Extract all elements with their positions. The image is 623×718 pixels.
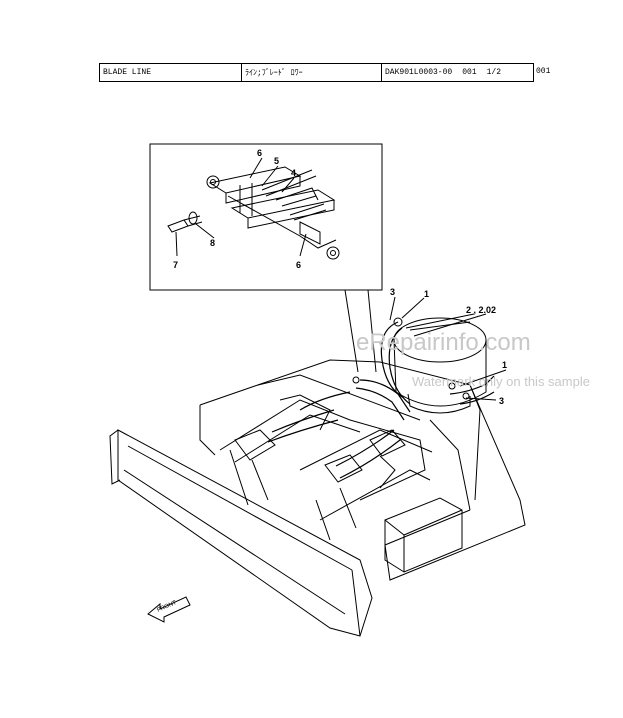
watermark-note: Watermark only on this sample	[412, 374, 590, 389]
detail-inset-frame	[149, 143, 383, 291]
callout-8: 8	[210, 238, 215, 248]
drawing-title: BLADE LINE	[100, 64, 242, 81]
tractor-body	[199, 359, 526, 581]
title-block: BLADE LINE ﾗｲﾝ;ﾌﾞﾚｰﾄﾞ ﾛﾜｰ DAK901L0003-00…	[99, 63, 534, 82]
valve-block-detail	[167, 166, 340, 260]
callout-7: 7	[173, 260, 178, 270]
callout-6-upper: 6	[257, 148, 262, 158]
callout-3-upper: 3	[390, 287, 395, 297]
callout-5: 5	[274, 156, 279, 166]
callout-2: 2 , 2.02	[466, 305, 496, 315]
callout-4: 4	[291, 168, 296, 178]
callout-3-lower: 3	[499, 396, 504, 406]
page-number: 1/2	[486, 68, 502, 77]
drawing-subtitle-jp: ﾗｲﾝ;ﾌﾞﾚｰﾄﾞ ﾛﾜｰ	[242, 64, 382, 81]
callout-1-lower: 1	[502, 360, 507, 370]
blade-frame	[219, 394, 433, 541]
sheet-number: 001	[536, 67, 551, 76]
dozer-blade	[109, 429, 373, 637]
callout-1-upper: 1	[424, 289, 429, 299]
part-code-cell: DAK901L0003-00 001 1/2	[382, 64, 533, 81]
front-arrow	[147, 596, 191, 623]
group-number: 001	[462, 68, 477, 77]
watermark-site: eRepairinfo.com	[356, 329, 531, 356]
part-code: DAK901L0003-00	[385, 68, 453, 77]
hydraulic-hoses	[267, 321, 495, 479]
callout-6-lower: 6	[296, 260, 301, 270]
